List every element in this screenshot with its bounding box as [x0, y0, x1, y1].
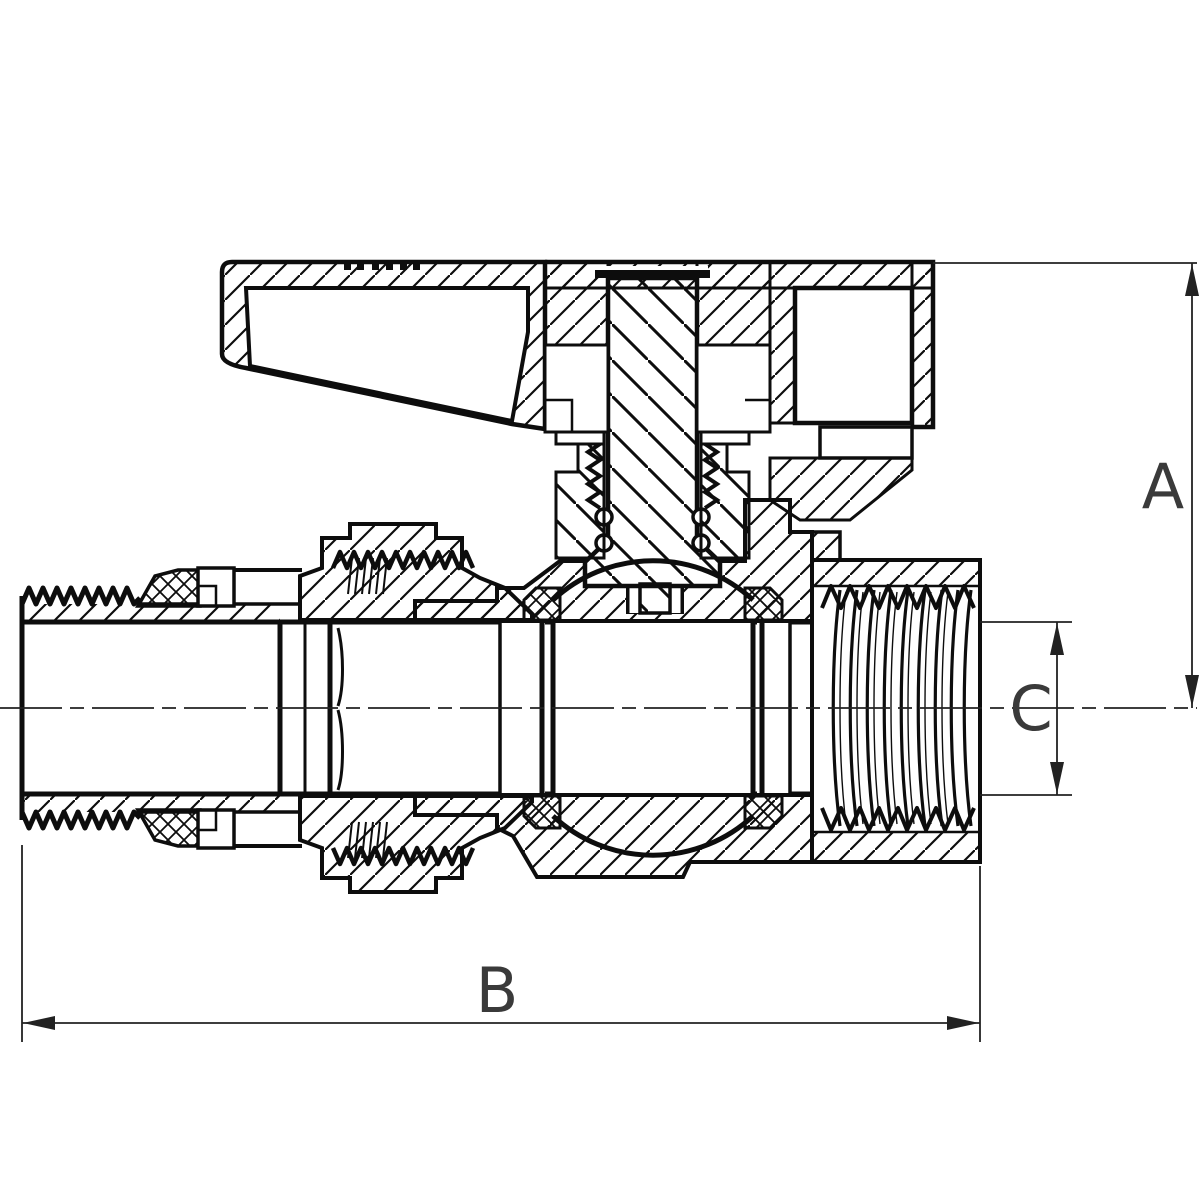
dimension-b	[21, 845, 981, 1042]
nut-thread-shading	[347, 557, 388, 859]
handle	[219, 259, 936, 522]
arrow-up-icon	[1050, 623, 1064, 655]
dimension-b-label: B	[476, 954, 519, 1027]
dimension-a	[933, 262, 1199, 708]
compression-ferrule	[134, 566, 236, 850]
handle-grip-ticks	[344, 261, 420, 270]
dimension-c	[980, 621, 1072, 796]
handle-end-band	[910, 260, 935, 429]
arrow-up-icon	[1185, 264, 1199, 296]
handle-hub-left	[543, 260, 610, 347]
dimension-a-label: A	[1142, 450, 1184, 523]
stem-washer	[595, 270, 710, 278]
arrow-left-icon	[23, 1016, 55, 1030]
handle-lever-outline	[219, 259, 548, 432]
dimension-c-label: C	[1009, 672, 1052, 745]
arrow-down-icon	[1050, 762, 1064, 794]
handle-lever-window	[243, 286, 530, 424]
arrow-down-icon	[1185, 675, 1199, 707]
stem-tab	[638, 582, 672, 615]
threaded-end	[810, 530, 982, 864]
seat-seals	[522, 586, 784, 830]
arrow-right-icon	[947, 1016, 979, 1030]
handle-grip-window	[792, 285, 915, 426]
thread-end-lug	[810, 530, 842, 562]
